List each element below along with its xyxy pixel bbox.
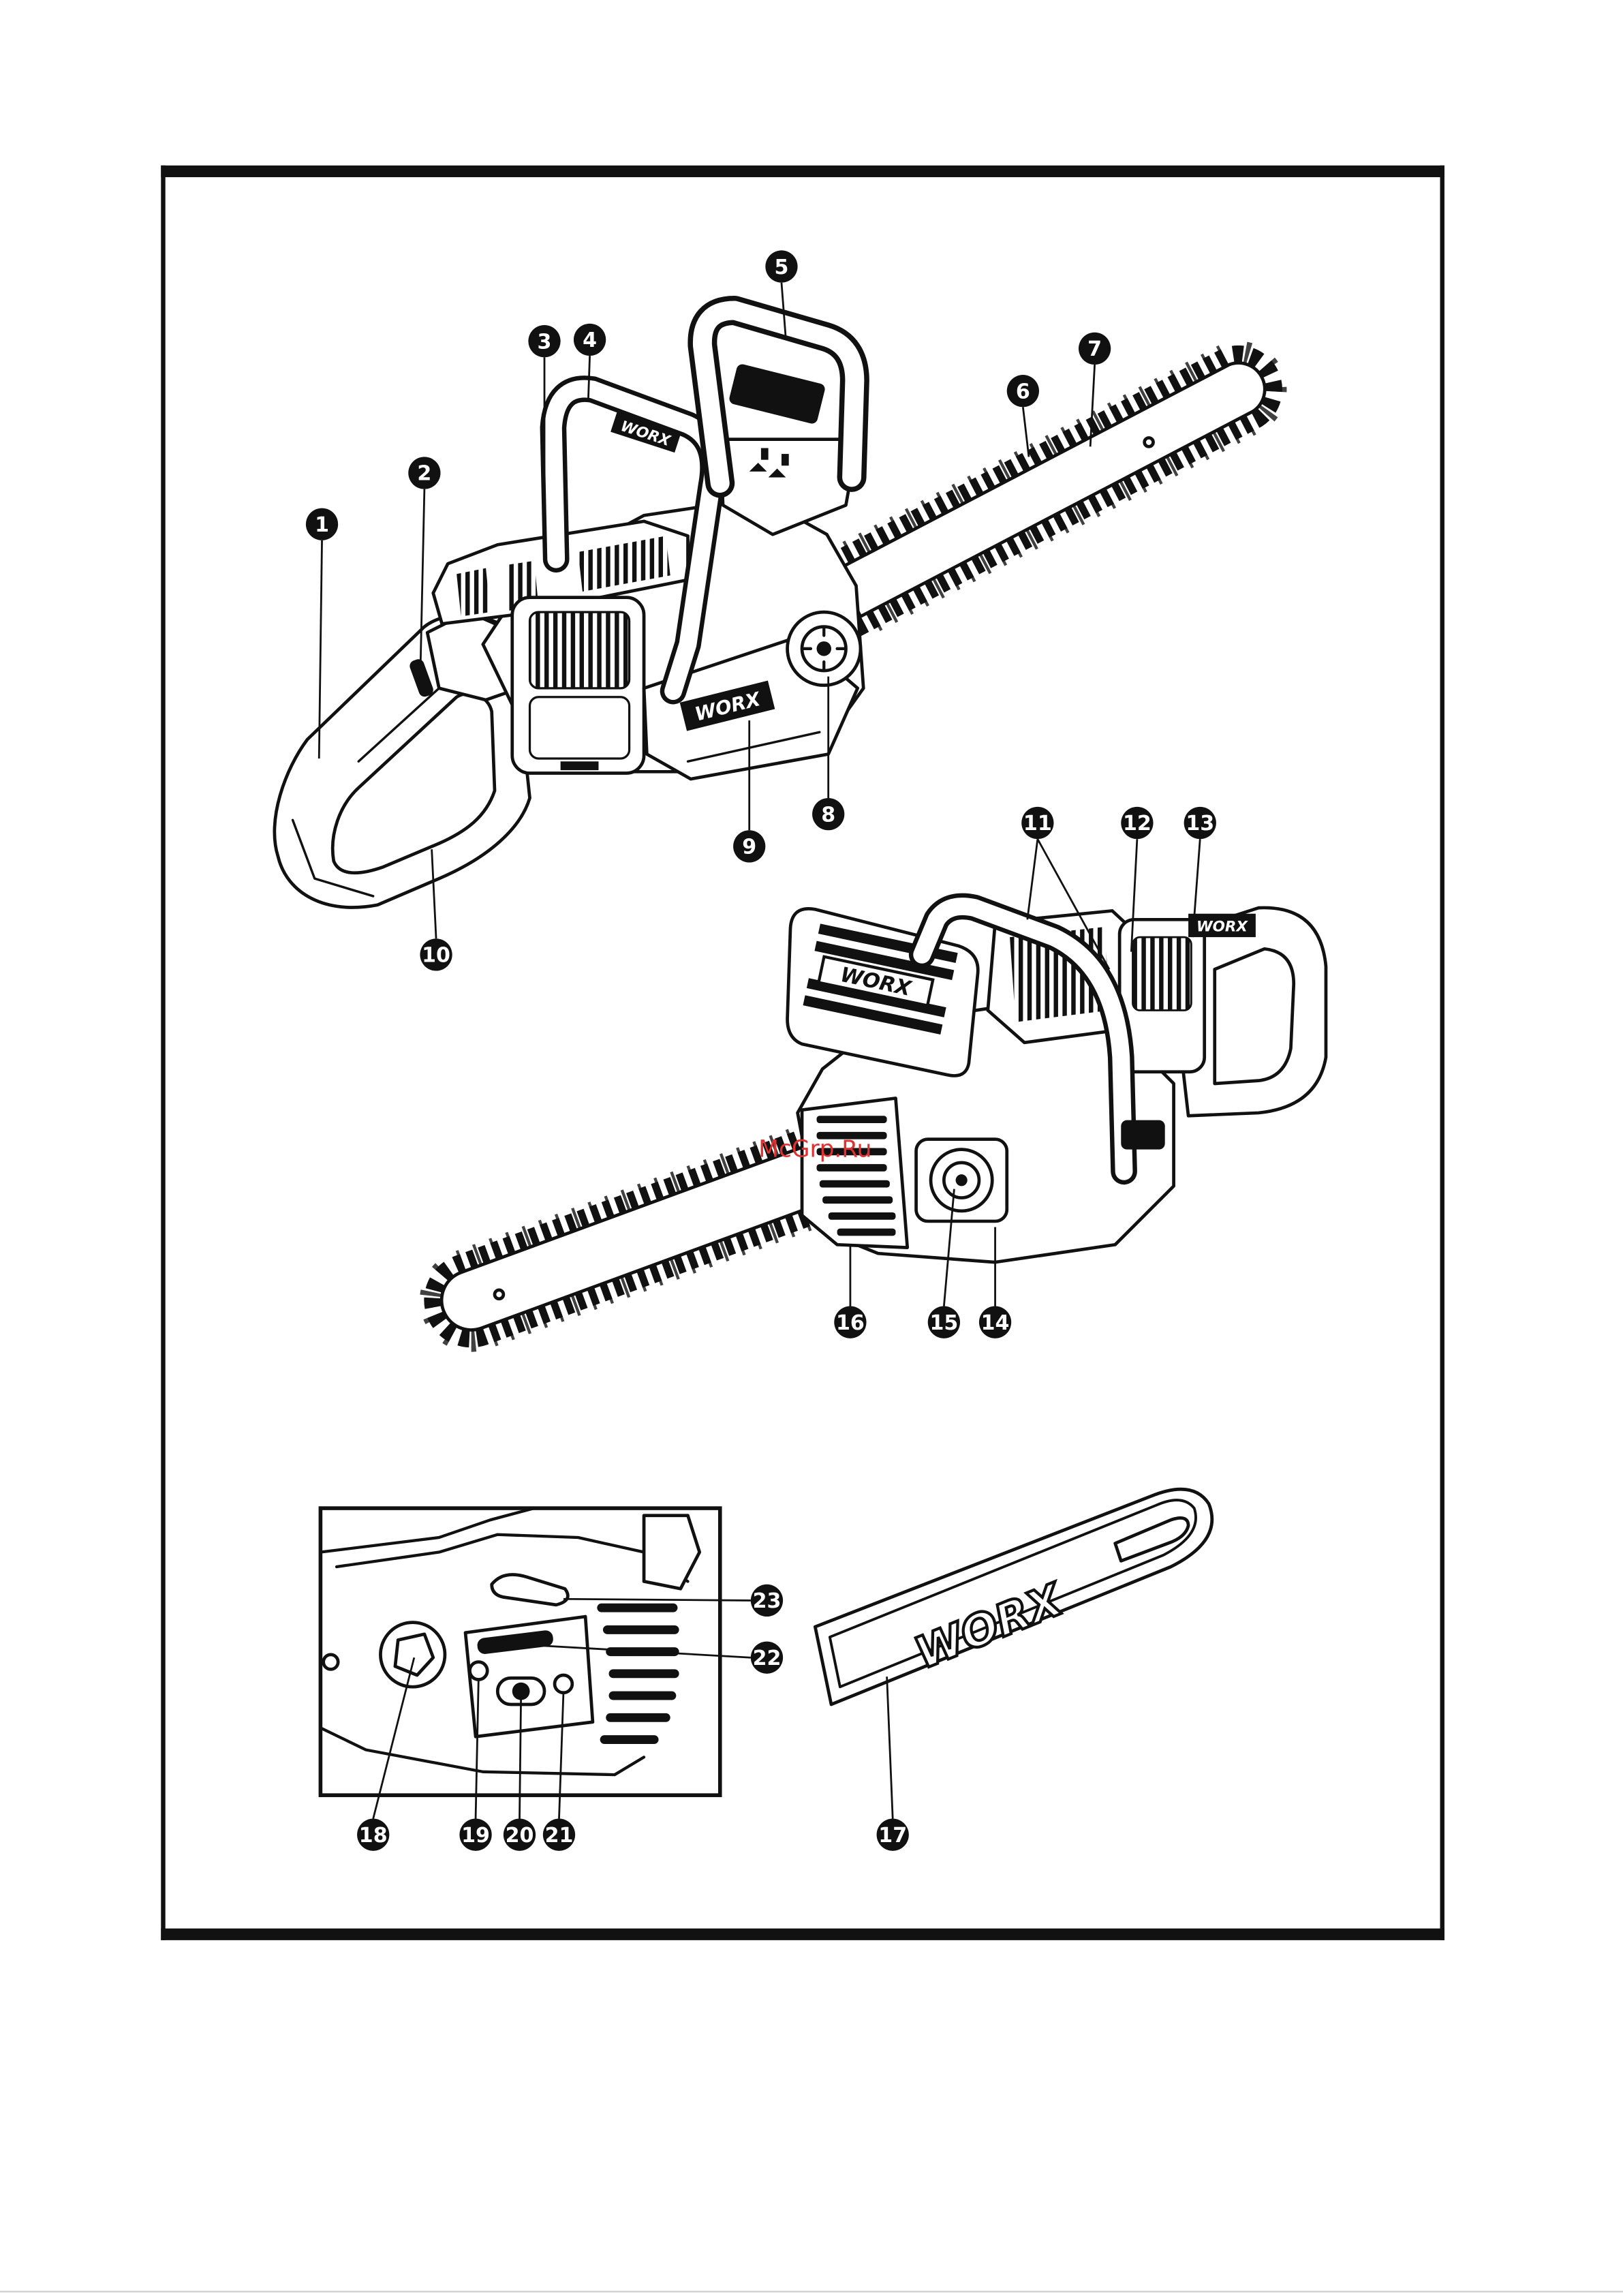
sprocket-cover-2 <box>802 1098 908 1247</box>
callout-12-label: 12 <box>1123 812 1151 836</box>
callout-16-label: 16 <box>836 1311 865 1335</box>
callout-6-label: 6 <box>1016 380 1030 403</box>
callout-10-label: 10 <box>422 944 450 968</box>
chain-tension-plate <box>465 1617 593 1736</box>
callout-18-label: 18 <box>359 1824 388 1848</box>
callout-4-label: 4 <box>583 328 597 352</box>
callout-15-label: 15 <box>929 1311 958 1335</box>
watermark: McGrp.Ru <box>758 1135 871 1163</box>
battery-pack <box>512 598 644 774</box>
callout-13-label: 13 <box>1186 812 1214 836</box>
chain-tension-knob <box>788 612 861 685</box>
callout-7-label: 7 <box>1087 337 1102 361</box>
callout-19-label: 19 <box>461 1824 490 1848</box>
callout-23-label: 23 <box>753 1589 782 1613</box>
battery-logo: WORX <box>1188 914 1256 937</box>
callout-22-label: 22 <box>753 1647 782 1670</box>
callout-9-label: 9 <box>742 836 756 859</box>
chain-tension-knob-2 <box>916 1139 1007 1221</box>
callout-17-label: 17 <box>878 1824 907 1848</box>
callout-8-label: 8 <box>821 803 835 827</box>
callout-3-label: 3 <box>538 330 552 354</box>
callout-2-label: 2 <box>417 462 431 486</box>
callout-20-label: 20 <box>506 1824 534 1848</box>
callout-5-label: 5 <box>775 256 789 279</box>
callout-14-label: 14 <box>981 1311 1010 1335</box>
callout-21-label: 21 <box>545 1824 574 1848</box>
svg-text:WORX: WORX <box>1196 919 1248 936</box>
bar-nut <box>380 1623 445 1687</box>
callout-11-label: 11 <box>1023 812 1052 836</box>
callout-1-label: 1 <box>315 513 329 537</box>
